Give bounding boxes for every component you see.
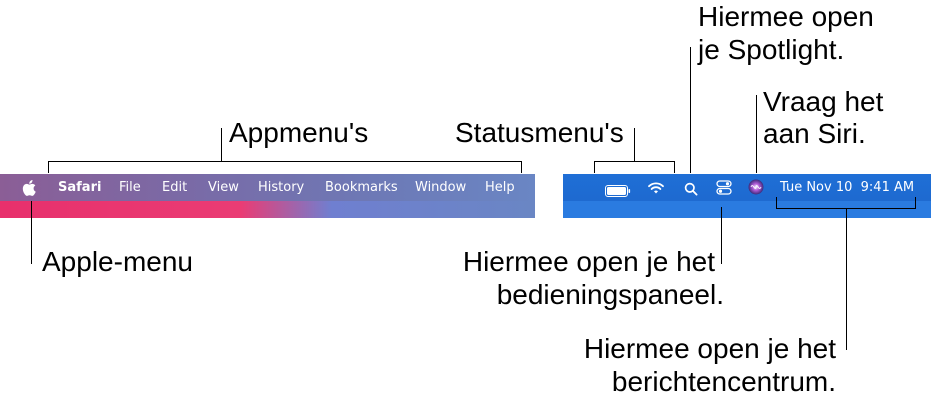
statusmenus-leader (634, 128, 635, 161)
desktop-wallpaper (0, 201, 535, 218)
battery-icon[interactable] (605, 182, 631, 197)
menu-bookmarks[interactable]: Bookmarks (325, 180, 398, 195)
control-center-leader (721, 207, 722, 264)
siri-icon[interactable] (748, 179, 764, 195)
desktop-wallpaper-right (563, 201, 931, 218)
wifi-icon[interactable] (647, 180, 665, 194)
menu-help[interactable]: Help (485, 180, 515, 195)
menu-history[interactable]: History (258, 180, 305, 195)
menu-window[interactable]: Window (415, 180, 467, 195)
menu-bar-strip (0, 174, 535, 201)
menu-edit[interactable]: Edit (162, 180, 188, 195)
siri-callout-line1: Vraag het (763, 86, 884, 117)
appmenus-leader (221, 128, 222, 161)
siri-leader (756, 95, 757, 173)
appmenus-bracket-top (48, 161, 522, 162)
date-time-clock[interactable]: Tue Nov 10 9:41 AM (780, 180, 915, 195)
statusmenus-callout: Statusmenu's (455, 117, 624, 148)
notification-center-callout-line2: berichtencentrum. (611, 366, 836, 397)
app-menu-bar: Safari File Edit View History Bookmarks … (0, 174, 535, 218)
control-center-callout-line2: bedieningspaneel. (496, 279, 724, 310)
spotlight-callout-line1: Hiermee open (698, 1, 874, 32)
appmenus-bracket-left (48, 161, 49, 173)
menu-file[interactable]: File (119, 180, 141, 195)
status-menu-bar: Tue Nov 10 9:41 AM (563, 174, 931, 218)
appmenus-callout: Appmenu's (229, 117, 369, 148)
statusmenus-bracket-right (674, 161, 675, 173)
menu-view[interactable]: View (208, 180, 239, 195)
notif-bracket-left (776, 197, 777, 209)
apple-menu-icon[interactable] (22, 179, 38, 197)
notif-leader (846, 208, 847, 350)
spotlight-search-icon[interactable] (684, 181, 698, 196)
apple-menu-leader (31, 201, 32, 264)
spotlight-callout-line2: je Spotlight. (698, 34, 845, 65)
siri-callout-line2: aan Siri. (763, 118, 866, 149)
notif-bracket-right (915, 197, 916, 209)
spotlight-leader (690, 47, 691, 173)
control-center-callout-line1: Hiermee open je het (462, 246, 715, 277)
control-center-icon[interactable] (716, 180, 732, 195)
statusmenus-bracket-top (594, 161, 675, 162)
notification-center-callout-line1: Hiermee open je het (583, 333, 836, 364)
appmenus-bracket-right (521, 161, 522, 173)
menu-safari[interactable]: Safari (58, 180, 102, 195)
apple-menu-callout: Apple-menu (42, 246, 193, 277)
statusmenus-bracket-left (594, 161, 595, 173)
